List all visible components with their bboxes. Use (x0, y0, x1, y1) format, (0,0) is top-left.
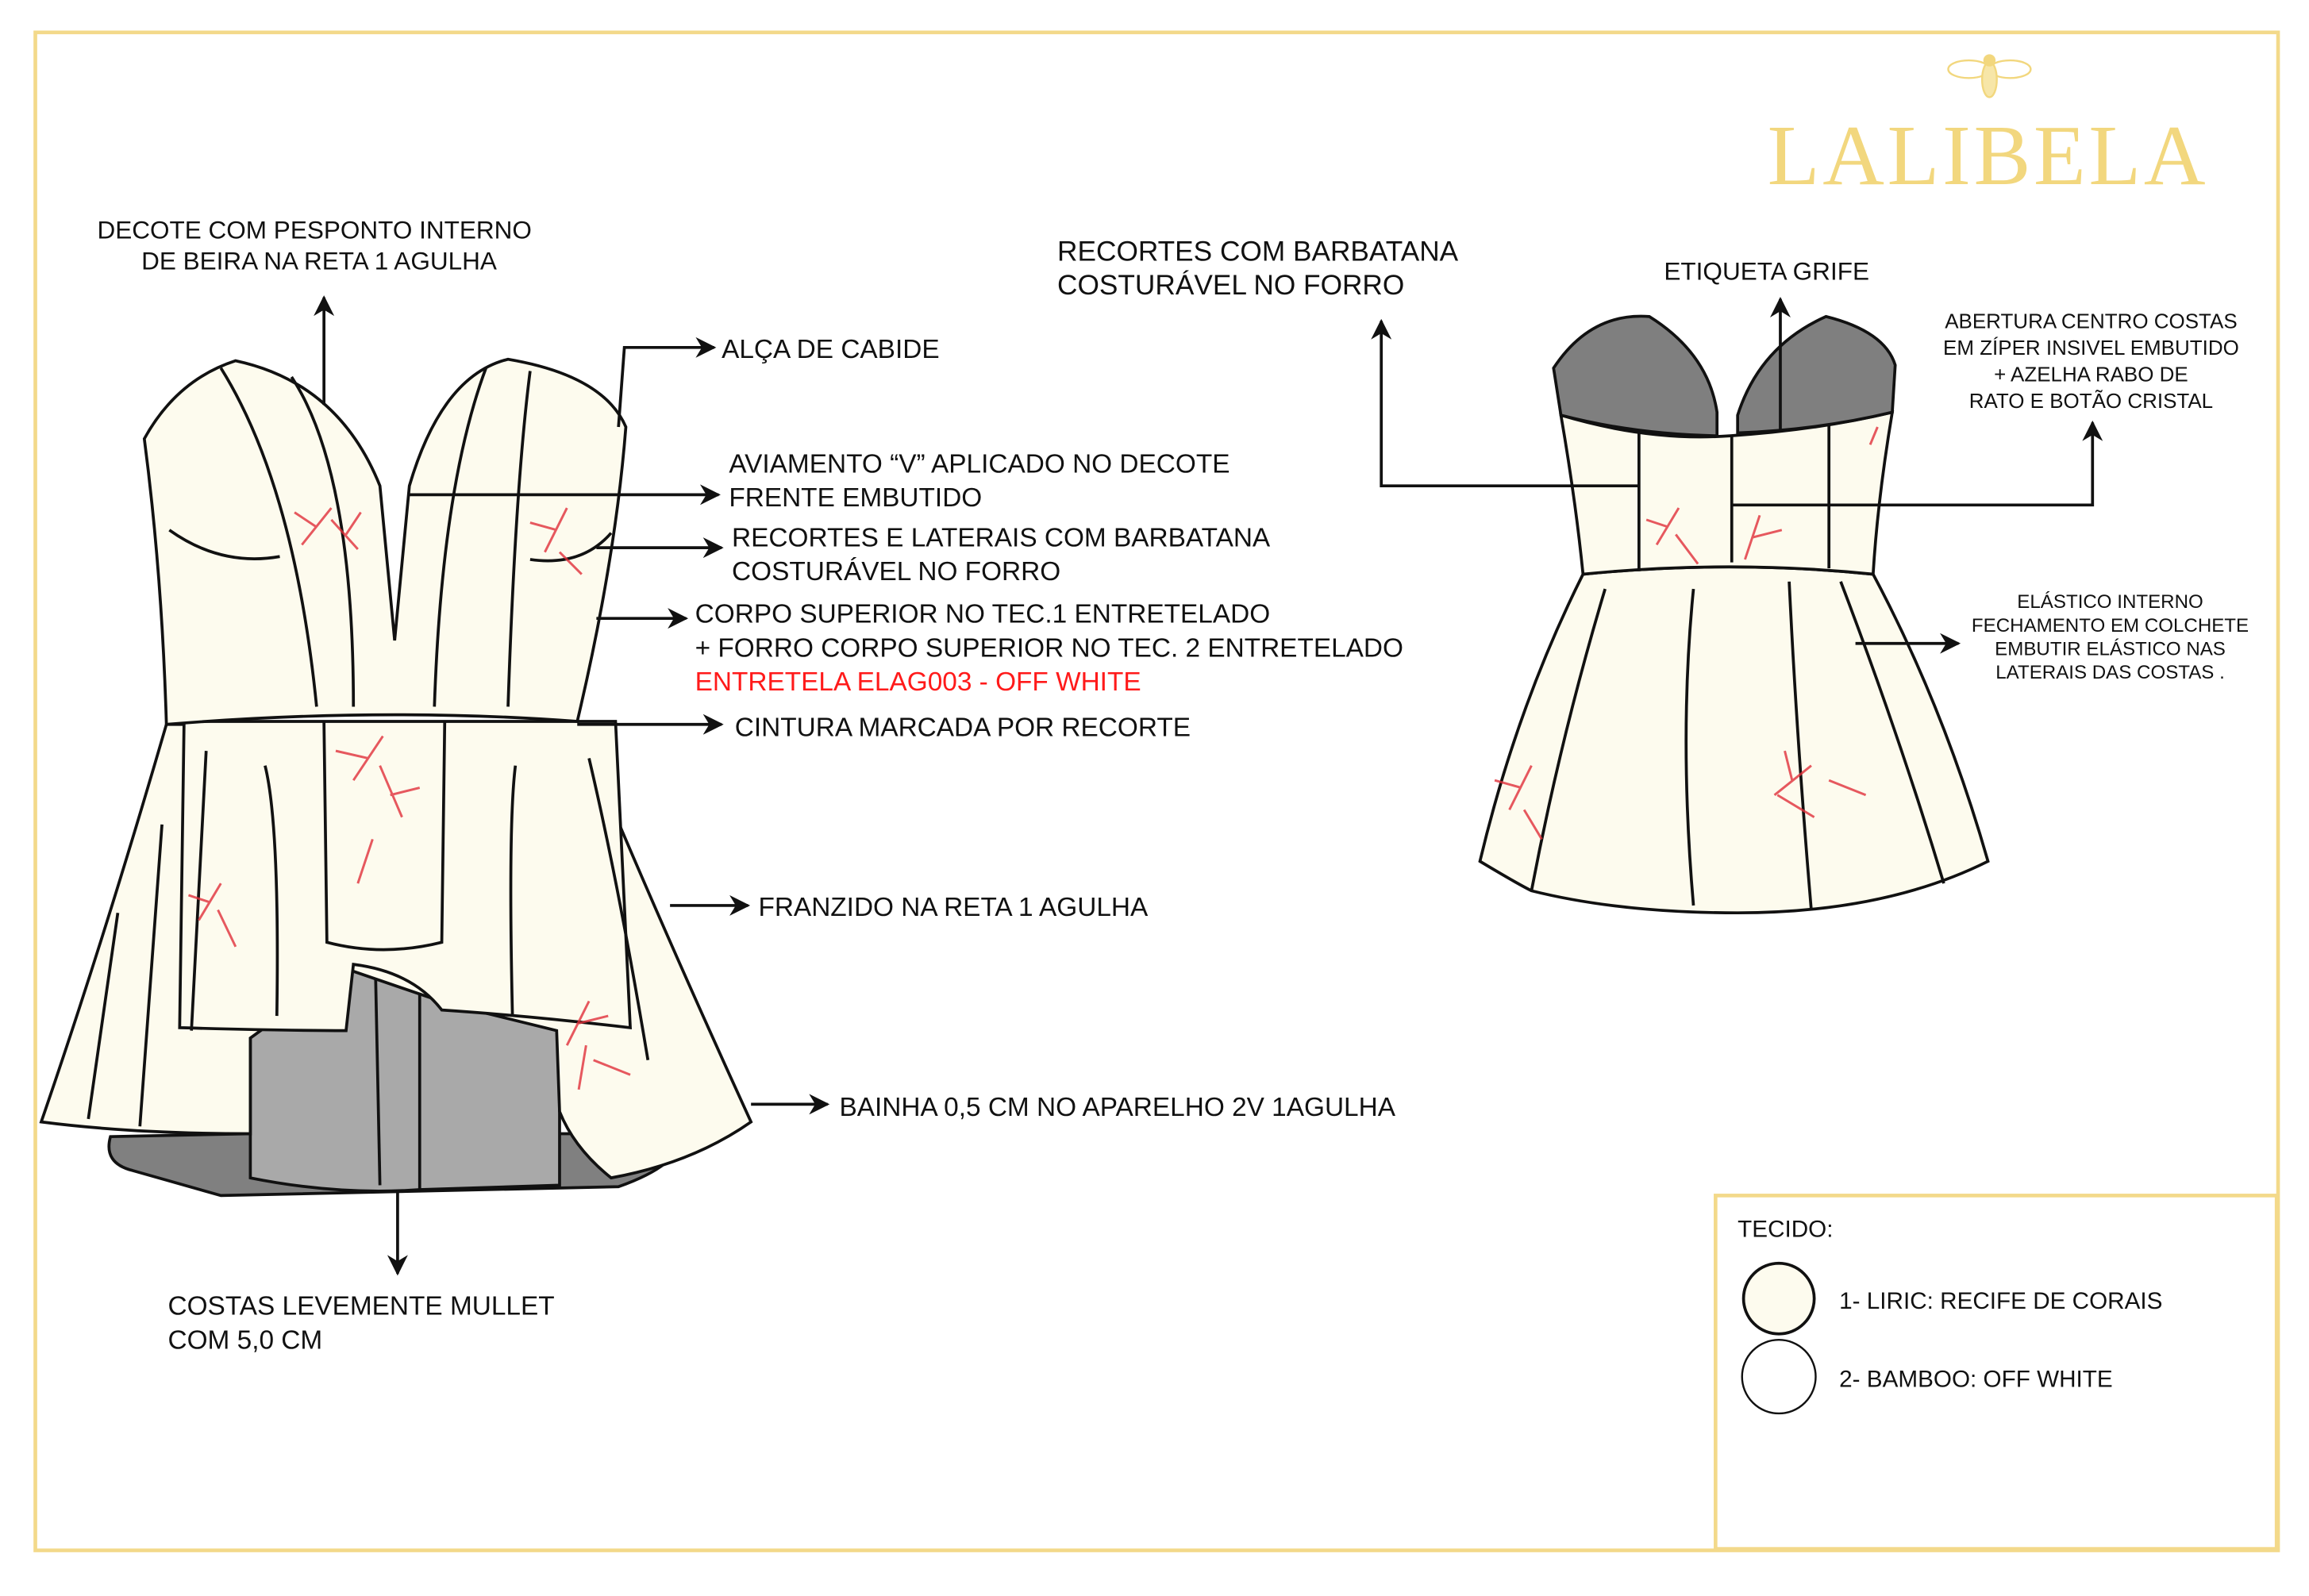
back-callout-abertura-line1: ABERTURA CENTRO COSTAS (1945, 310, 2237, 333)
back-callout-recortes-line2: COSTURÁVEL NO FORRO (1057, 270, 1404, 301)
callout-alca: ALÇA DE CABIDE (722, 335, 940, 364)
back-callout-abertura-line2: EM ZÍPER INSIVEL EMBUTIDO (1943, 336, 2239, 360)
fabric-swatch-2 (1741, 1338, 1817, 1415)
back-callout-etiqueta: ETIQUETA GRIFE (1664, 256, 1869, 285)
callout-corpo-line1: CORPO SUPERIOR NO TEC.1 ENTRETELADO (695, 600, 1271, 629)
page-frame (33, 30, 2280, 1552)
back-callout-elastico-line2: FECHAMENTO EM COLCHETE (1972, 615, 2249, 636)
back-callouts: RECORTES COM BARBATANA COSTURÁVEL NO FOR… (1057, 236, 2249, 683)
fabric-label-2: 2- BAMBOO: OFF WHITE (1839, 1367, 2113, 1393)
back-garment-drawing (1478, 314, 1990, 915)
callout-corpo-line2: + FORRO CORPO SUPERIOR NO TEC. 2 ENTRETE… (695, 633, 1403, 663)
bee-icon (1947, 54, 2032, 98)
callout-bainha: BAINHA 0,5 CM NO APARELHO 2V 1AGULHA (839, 1093, 1395, 1122)
back-callout-arrows (1371, 297, 2103, 654)
fabric-label-1: 1- LIRIC: RECIFE DE CORAIS (1839, 1288, 2162, 1314)
fabric-title: TECIDO: (1738, 1216, 1833, 1242)
fabric-legend: TECIDO: 1- LIRIC: RECIFE DE CORAIS 2- BA… (1714, 1194, 2279, 1551)
back-callout-elastico-line4: LATERAIS DAS COSTAS . (1995, 662, 2225, 683)
callout-franzido: FRANZIDO NA RETA 1 AGULHA (758, 893, 1149, 922)
back-callout-elastico-line3: EMBUTIR ELÁSTICO NAS (1995, 639, 2226, 660)
callout-costas-line2: COM 5,0 CM (167, 1325, 322, 1355)
front-garment-drawing (39, 357, 753, 1198)
callout-aviamento-line2: FRENTE EMBUTIDO (729, 483, 982, 513)
back-callout-elastico-line1: ELÁSTICO INTERNO (2017, 591, 2203, 613)
callout-entretela: ENTRETELA ELAG003 - OFF WHITE (695, 667, 1141, 697)
callout-recortes-line1: RECORTES E LATERAIS COM BARBATANA (732, 523, 1271, 552)
back-callout-abertura-line3: + AZELHA RABO DE (1994, 362, 2188, 386)
brand-logo: LALIBELA (1768, 109, 2209, 203)
callout-decote-line1: DECOTE COM PESPONTO INTERNO (97, 216, 532, 244)
callout-recortes-line2: COSTURÁVEL NO FORRO (732, 557, 1060, 586)
back-callout-recortes-line1: RECORTES COM BARBATANA (1057, 236, 1459, 267)
back-callout-abertura-line4: RATO E BOTÃO CRISTAL (1969, 389, 2213, 413)
callout-cintura: CINTURA MARCADA POR RECORTE (735, 713, 1191, 743)
front-callout-arrows (314, 295, 830, 1276)
callout-decote-line2: DE BEIRA NA RETA 1 AGULHA (141, 246, 497, 275)
callout-aviamento-line1: AVIAMENTO “V” APLICADO NO DECOTE (729, 450, 1230, 479)
front-callouts: DECOTE COM PESPONTO INTERNO DE BEIRA NA … (97, 216, 1403, 1356)
callout-costas-line1: COSTAS LEVEMENTE MULLET (167, 1292, 554, 1321)
fabric-swatch-1 (1741, 1261, 1816, 1336)
